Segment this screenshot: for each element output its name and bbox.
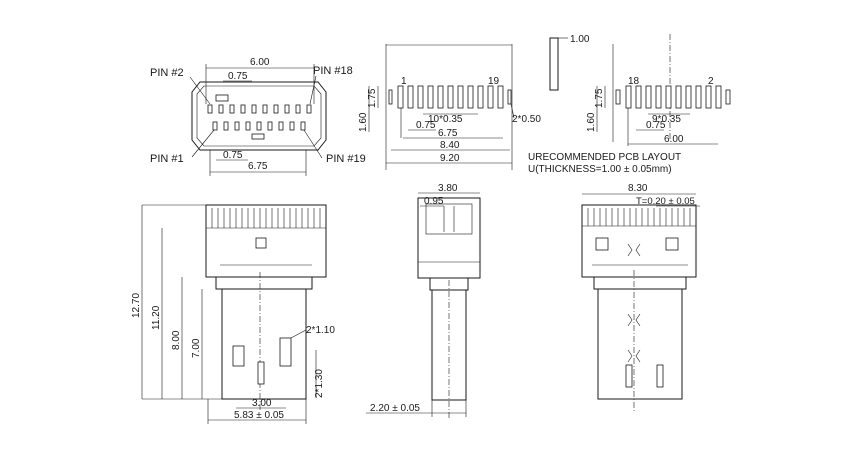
front-pin-19-label: PIN #19 <box>326 153 366 165</box>
edge-bottom: 2.20 ± 0.05 <box>370 403 420 414</box>
side-h-tongue: 7.00 <box>191 338 202 358</box>
edge-width: 3.80 <box>438 183 458 194</box>
front-pin-row-top <box>207 104 312 114</box>
side-view-pins <box>211 208 321 228</box>
pcb-left-num-1: 1 <box>401 76 407 87</box>
pcb-right-pitch: 0.75 <box>646 120 666 131</box>
pcb-right-num-2: 2 <box>708 76 714 87</box>
edge-top: 0.95 <box>424 196 444 207</box>
pcb-layout-left: 1 19 1.75 1.60 10*0.35 0.75 6.75 8.40 9.… <box>358 44 541 170</box>
pcb-note-line-2: U(THICKNESS=1.00 ± 0.05mm) <box>528 164 672 175</box>
front-pin-1-label: PIN #1 <box>150 153 184 165</box>
front-pin-row-bottom <box>212 121 306 131</box>
thickness-sample: 1.00 <box>549 34 590 91</box>
pcb-left-slot: 2*0.50 <box>512 114 541 125</box>
pcb-left-width-mid: 8.40 <box>440 140 460 151</box>
edge-view: 3.80 0.95 2.20 ± 0.05 <box>366 183 481 418</box>
pcb-left-h-outer: 1.60 <box>358 112 369 132</box>
pcb-right-h-inner: 1.75 <box>594 88 605 108</box>
front-bottom-width: 6.75 <box>248 161 268 172</box>
pcb-left-span: 6.75 <box>438 128 458 139</box>
front-pin-18-label: PIN #18 <box>313 65 353 77</box>
side-view: 12.70 11.20 8.00 7.00 2*1.10 2*1.30 3.00… <box>131 204 335 424</box>
pcb-left-width-total: 9.20 <box>440 153 460 164</box>
side-slot-width: 2*1.10 <box>306 325 335 336</box>
pcb-right-pads-spec: 9*0.35 <box>652 114 681 125</box>
pcb-right-span: 6.00 <box>664 134 684 145</box>
pcb-right-num-18: 18 <box>628 76 640 87</box>
rear-width: 8.30 <box>628 183 648 194</box>
rear-view: 8.30 T=0.20 ± 0.05 <box>581 183 700 412</box>
side-inner-width: 3.00 <box>252 398 272 409</box>
pcb-left-h-inner: 1.75 <box>367 88 378 108</box>
front-view: 6.00 0.75 0.75 6.75 PIN #2 PIN #18 PIN #… <box>150 57 366 176</box>
pcb-left-pads-spec: 10*0.35 <box>428 114 463 125</box>
rear-view-pins <box>587 208 691 226</box>
thickness-value: 1.00 <box>570 34 590 45</box>
rear-thickness: T=0.20 ± 0.05 <box>636 196 695 207</box>
front-pitch-top: 0.75 <box>228 71 248 82</box>
pcb-right-h-outer: 1.60 <box>586 112 597 132</box>
pcb-right-pads <box>615 85 731 109</box>
front-pin-2-label: PIN #2 <box>150 67 184 79</box>
pcb-left-num-19: 19 <box>488 76 500 87</box>
front-pitch-bottom: 0.75 <box>223 150 243 161</box>
pcb-notes: URECOMMENDED PCB LAYOUT U(THICKNESS=1.00… <box>528 152 681 175</box>
side-plug-width: 5.83 ± 0.05 <box>234 410 284 421</box>
pcb-left-pitch: 0.75 <box>416 120 436 131</box>
side-h-plug: 8.00 <box>171 330 182 350</box>
side-h-body: 11.20 <box>151 305 162 330</box>
side-slot-height: 2*1.30 <box>314 369 325 398</box>
front-top-width: 6.00 <box>250 57 270 68</box>
side-h-total: 12.70 <box>131 293 142 318</box>
pcb-layout-right: 18 2 1.75 1.60 9*0.35 0.75 6.00 <box>586 34 731 146</box>
pcb-note-line-1: URECOMMENDED PCB LAYOUT <box>528 152 681 163</box>
pcb-left-pads <box>388 85 512 109</box>
